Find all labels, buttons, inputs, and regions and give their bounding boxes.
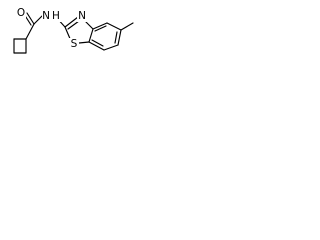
sulfur-atom-label: S bbox=[69, 38, 79, 51]
ring-n-label: N bbox=[78, 10, 86, 22]
bond-c2-n3-outer bbox=[64, 16, 79, 28]
bond-methyl bbox=[120, 22, 134, 31]
bond-benzene-4 bbox=[103, 44, 119, 51]
oxygen-atom-label: O bbox=[16, 7, 26, 19]
benzene-ring bbox=[88, 22, 122, 51]
bond-carbonyl-double-1 bbox=[26, 12, 35, 25]
sulfur-label: S bbox=[71, 38, 78, 50]
bond-benzene-5 bbox=[88, 41, 105, 51]
bond-carbonyl-to-nitrogen bbox=[33, 15, 43, 25]
bond-benzene-1-inner bbox=[94, 25, 107, 32]
methyl-substituent bbox=[120, 22, 134, 31]
ring-nitrogen-atom-label: N bbox=[77, 10, 87, 22]
bond-benzene-2 bbox=[106, 22, 122, 31]
bond-ring-to-carbonyl bbox=[25, 23, 35, 40]
bond-benzene-3 bbox=[117, 29, 122, 46]
bond-c7a-s1 bbox=[78, 41, 90, 44]
amide-h-label: H bbox=[52, 10, 60, 22]
amide-n-label: N bbox=[42, 10, 50, 22]
bond-c3a-c7a bbox=[88, 28, 94, 43]
bond-benzene-5-inner bbox=[91, 39, 104, 47]
amide-nitrogen-label: N H bbox=[42, 10, 62, 22]
bond-benzene-1 bbox=[92, 22, 108, 30]
benzothiazole-cyclobutanecarboxamide-structure: O N H N S bbox=[13, 7, 134, 54]
cyclobutane-ring bbox=[13, 38, 27, 54]
bond-benzene-3-inner bbox=[114, 31, 118, 44]
bond-c2-n3-inner bbox=[67, 20, 80, 30]
oxygen-label: O bbox=[17, 7, 25, 19]
